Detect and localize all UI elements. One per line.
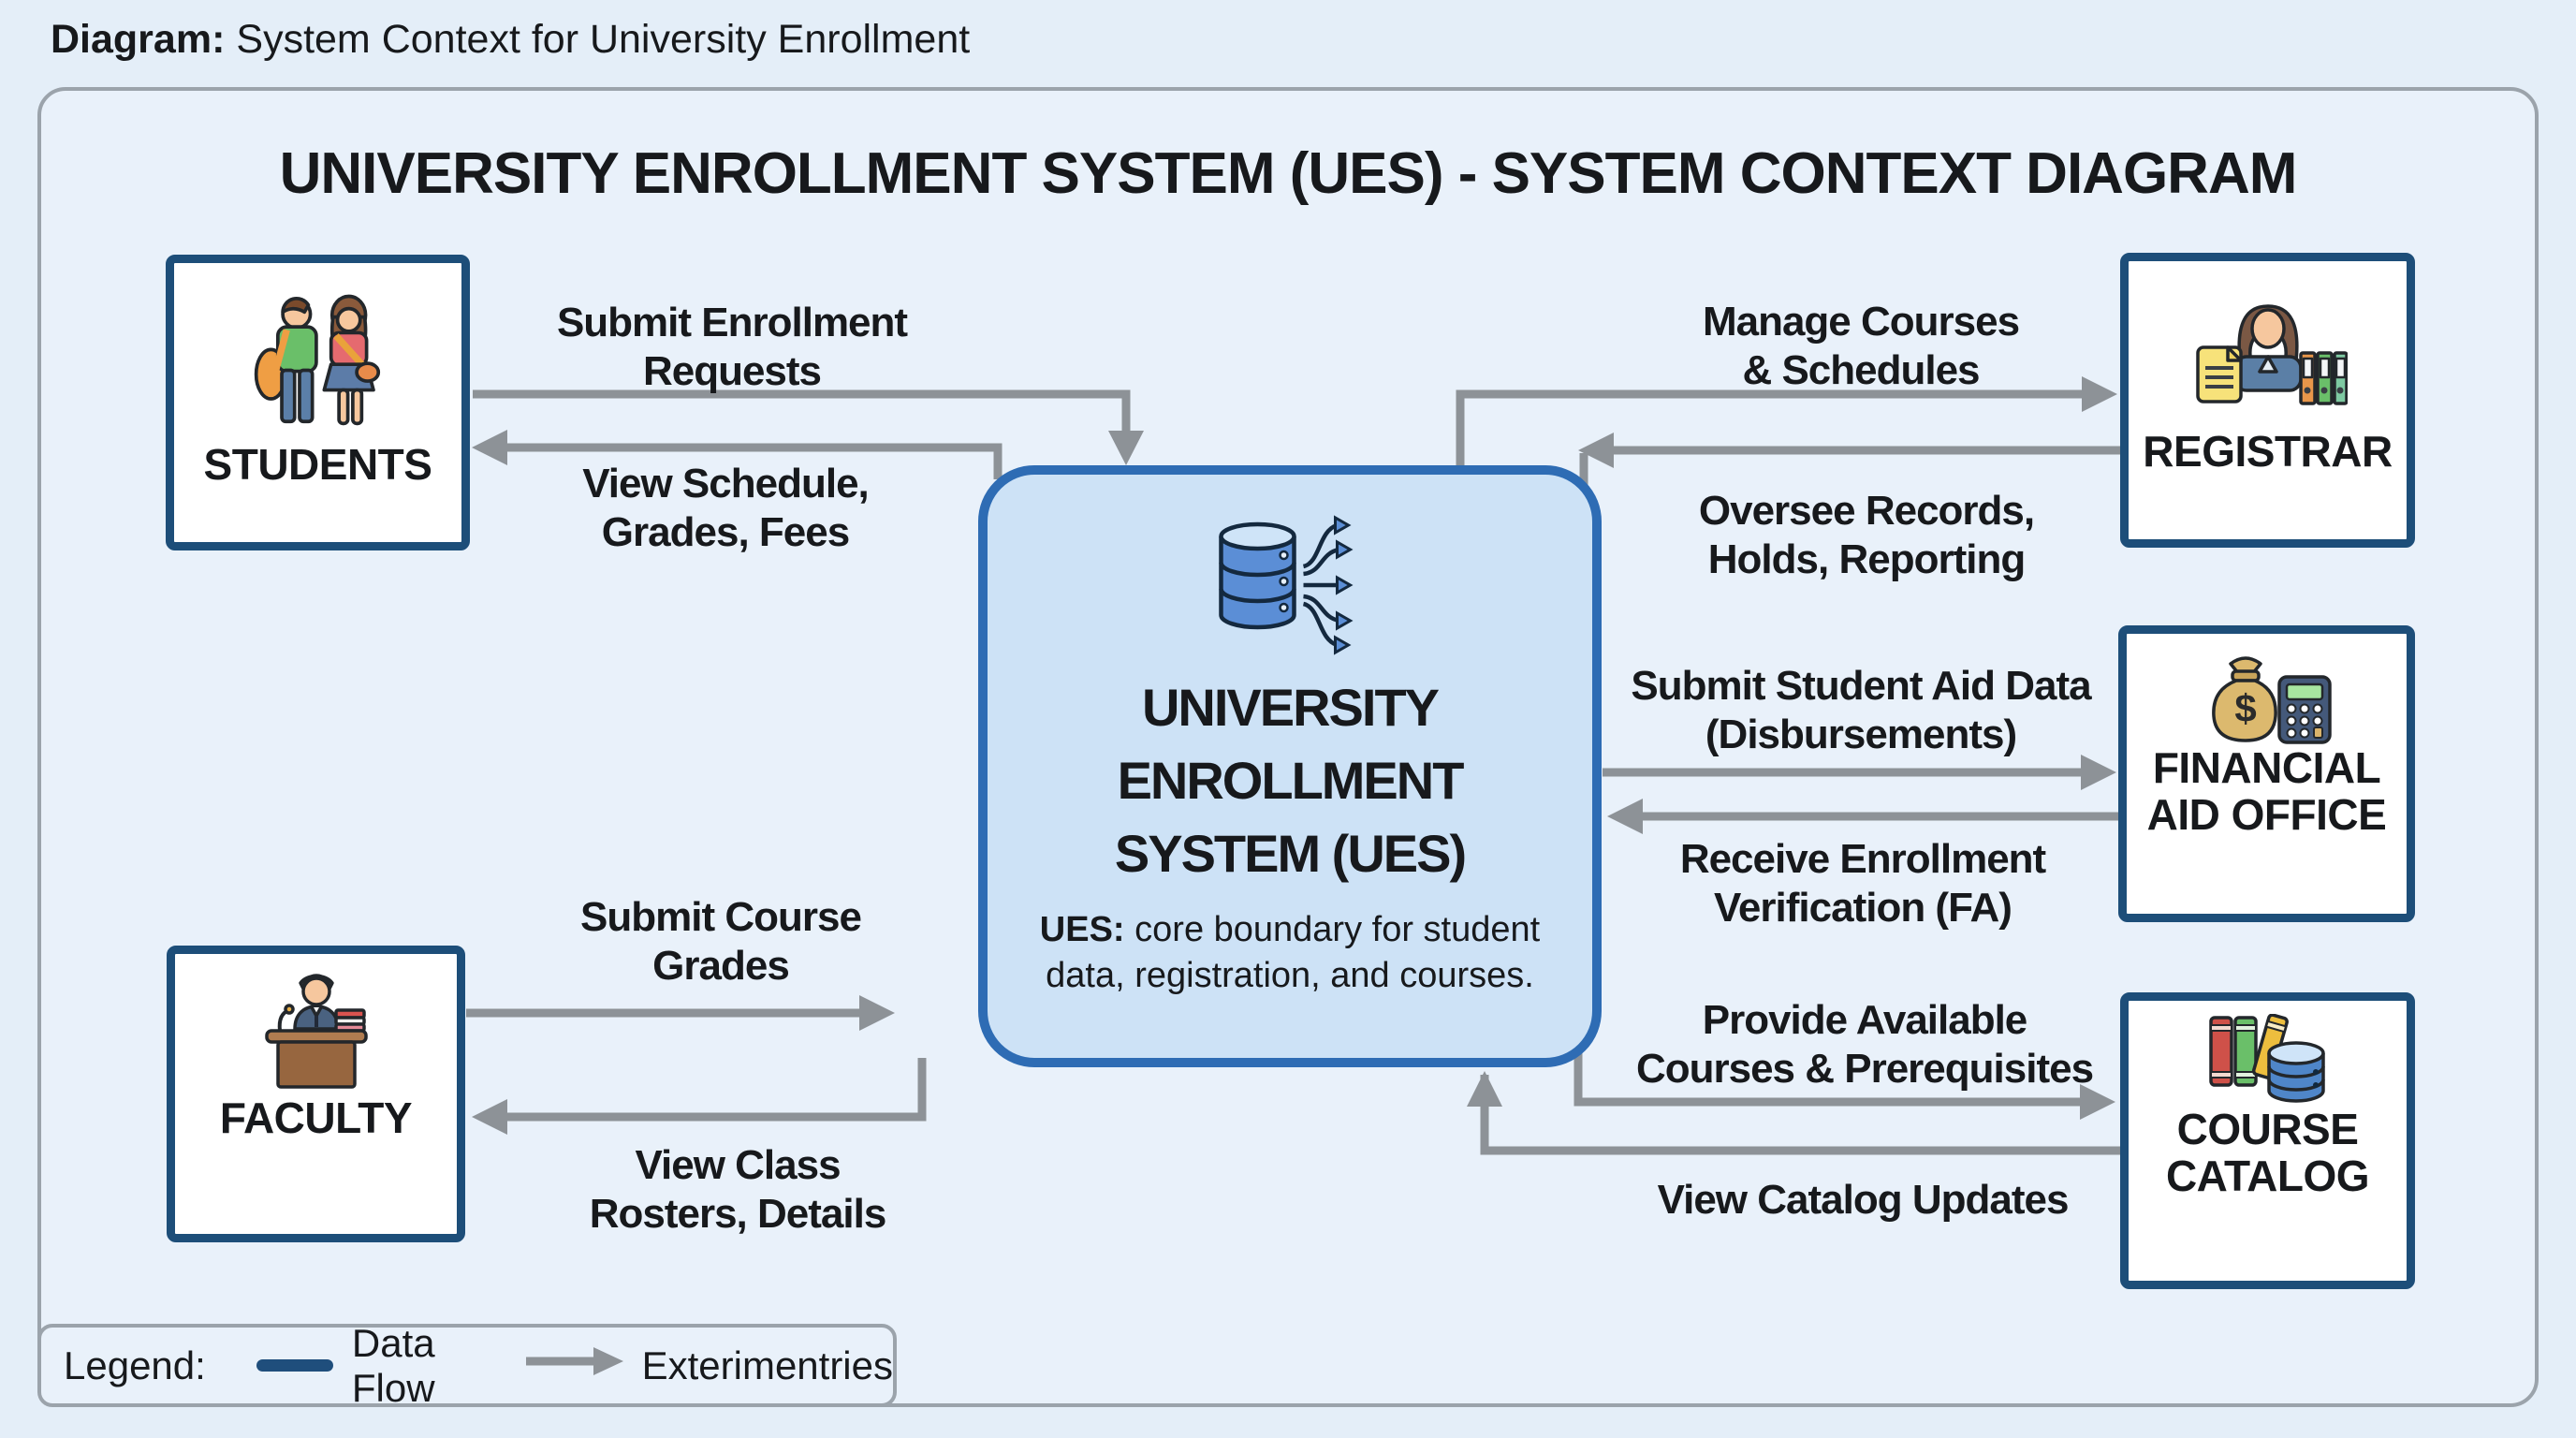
flow-label-view-rosters: View Class Rosters, Details [589, 1141, 887, 1239]
flow-label-provide-courses: Provide Available Courses & Prerequisite… [1635, 996, 2094, 1093]
flow-label-line: Grades [652, 943, 790, 989]
flow-label-line: (Disbursements) [1705, 712, 2017, 757]
arrow-lines [466, 389, 2123, 1155]
entity-label-line: FACULTY [219, 1093, 413, 1142]
arrow-view-rosters [507, 1058, 927, 1122]
arrowhead-right-financial [2081, 755, 2116, 790]
ues-title: UNIVERSITY ENROLLMENT SYSTEM (UES) [988, 671, 1592, 890]
flow-label-line: Holds, Reporting [1707, 536, 2026, 582]
entity-students: STUDENTS [166, 255, 470, 550]
flow-label-line: Submit Student Aid Data [1631, 663, 2091, 709]
entity-registrar: REGISTRAR [2120, 253, 2415, 548]
entity-faculty-label: FACULTY [175, 1094, 457, 1141]
flow-label-line: Submit Enrollment [556, 300, 908, 345]
ues-title-line: ENROLLMENT [1117, 751, 1465, 810]
flow-label-line: & Schedules [1742, 347, 1980, 393]
faculty-desk-icon [246, 969, 387, 1097]
entity-label-line: STUDENTS [203, 440, 432, 489]
ues-description-bold: UES: [1039, 910, 1125, 949]
ues-title-line: UNIVERSITY [1141, 678, 1440, 737]
flow-label-line: Rosters, Details [589, 1191, 887, 1237]
database-dataflow-icon [1208, 514, 1372, 664]
arrowhead-left-ues-topright [1578, 433, 1614, 468]
entity-registrar-label: REGISTRAR [2129, 428, 2407, 475]
flow-label-line: View Schedule, [582, 461, 870, 506]
flow-label-line: Verification (FA) [1714, 885, 2012, 931]
entity-label-line: COURSE [2176, 1105, 2359, 1153]
arrow-oversee-records [1579, 446, 2123, 485]
flow-label-line: View Class [635, 1142, 841, 1188]
entity-faculty: FACULTY [167, 946, 465, 1242]
flow-label-line: Submit Course [580, 894, 862, 940]
flow-label-submit-enrollment: Submit Enrollment Requests [556, 299, 908, 396]
flow-label-manage-courses: Manage Courses & Schedules [1702, 298, 2020, 395]
arrow-manage-courses [1456, 389, 2084, 466]
svg-text:$: $ [2234, 686, 2256, 730]
data-flow-line-icon [256, 1359, 333, 1372]
ues-system-box: UNIVERSITY ENROLLMENT SYSTEM (UES) UES: … [978, 465, 1602, 1067]
entity-label-line: AID OFFICE [2146, 790, 2387, 839]
arrow-submit-enrollment [473, 389, 1131, 431]
flow-label-line: Oversee Records, [1698, 488, 2035, 534]
money-calculator-icon: $ [2197, 647, 2337, 749]
arrowhead-down-ues-top [1108, 431, 1144, 465]
ues-title-line: SYSTEM (UES) [1114, 824, 1467, 883]
legend-title: Legend: [64, 1343, 206, 1387]
flow-label-receive-verification: Receive Enrollment Verification (FA) [1679, 835, 2046, 932]
legend-data-flow-label: Data Flow [351, 1320, 435, 1410]
diagram-title: UNIVERSITY ENROLLMENT SYSTEM (UES) - SYS… [279, 141, 2298, 206]
entity-label-line: REGISTRAR [2143, 427, 2393, 476]
flow-label-line: Grades, Fees [601, 509, 850, 555]
legend: Legend: Data Flow Exterimentries [37, 1321, 897, 1410]
caption-prefix: Diagram: [51, 17, 226, 62]
arrowhead-up-ues-bottom [1467, 1071, 1502, 1107]
flow-label-line: Receive Enrollment [1679, 836, 2046, 882]
flow-label-view-catalog-updates: View Catalog Updates [1657, 1176, 2070, 1225]
legend-external-label: Exterimentries [641, 1343, 893, 1387]
flow-label-line: Courses & Prerequisites [1635, 1046, 2094, 1092]
arrowhead-left-students [472, 430, 507, 465]
entity-financial-aid-label: FINANCIAL AID OFFICE [2127, 744, 2407, 838]
caption-title: System Context for University Enrollment [236, 17, 971, 62]
flow-label-view-schedule: View Schedule, Grades, Fees [582, 460, 870, 557]
external-arrow-icon [524, 1343, 627, 1389]
flow-label-line: Manage Courses [1702, 299, 2020, 345]
ues-description-text: core boundary for student data, registra… [1046, 910, 1541, 995]
flow-label-line: Provide Available [1702, 997, 2028, 1043]
arrowhead-right-registrar [2082, 376, 2117, 412]
arrowhead-left-ues-right [1607, 799, 1643, 834]
ues-description: UES: core boundary for student data, reg… [1028, 907, 1552, 999]
entity-financial-aid: $ FINANCIAL AID OFFICE [2118, 625, 2415, 922]
diagram-caption: Diagram:System Context for University En… [51, 17, 970, 63]
entity-label-line: FINANCIAL [2152, 743, 2381, 792]
entity-label-line: CATALOG [2165, 1152, 2370, 1200]
arrow-view-schedule [507, 443, 1003, 479]
flow-label-oversee-records: Oversee Records, Holds, Reporting [1698, 487, 2035, 584]
flow-label-submit-grades: Submit Course Grades [580, 893, 862, 990]
books-database-icon [2198, 1013, 2338, 1112]
students-icon [248, 287, 388, 440]
entity-course-catalog-label: COURSE CATALOG [2129, 1106, 2407, 1199]
flow-label-line: Requests [642, 348, 822, 394]
flow-label-line: View Catalog Updates [1657, 1177, 2070, 1223]
arrowhead-left-faculty [472, 1099, 507, 1135]
arrow-heads [472, 376, 2117, 1135]
flow-label-submit-aid-data: Submit Student Aid Data (Disbursements) [1631, 662, 2091, 759]
arrowhead-right-ues-left [859, 995, 895, 1031]
arrowhead-right-catalog [2080, 1084, 2115, 1120]
registrar-icon [2188, 287, 2349, 418]
entity-students-label: STUDENTS [174, 441, 461, 488]
entity-course-catalog: COURSE CATALOG [2120, 992, 2415, 1289]
